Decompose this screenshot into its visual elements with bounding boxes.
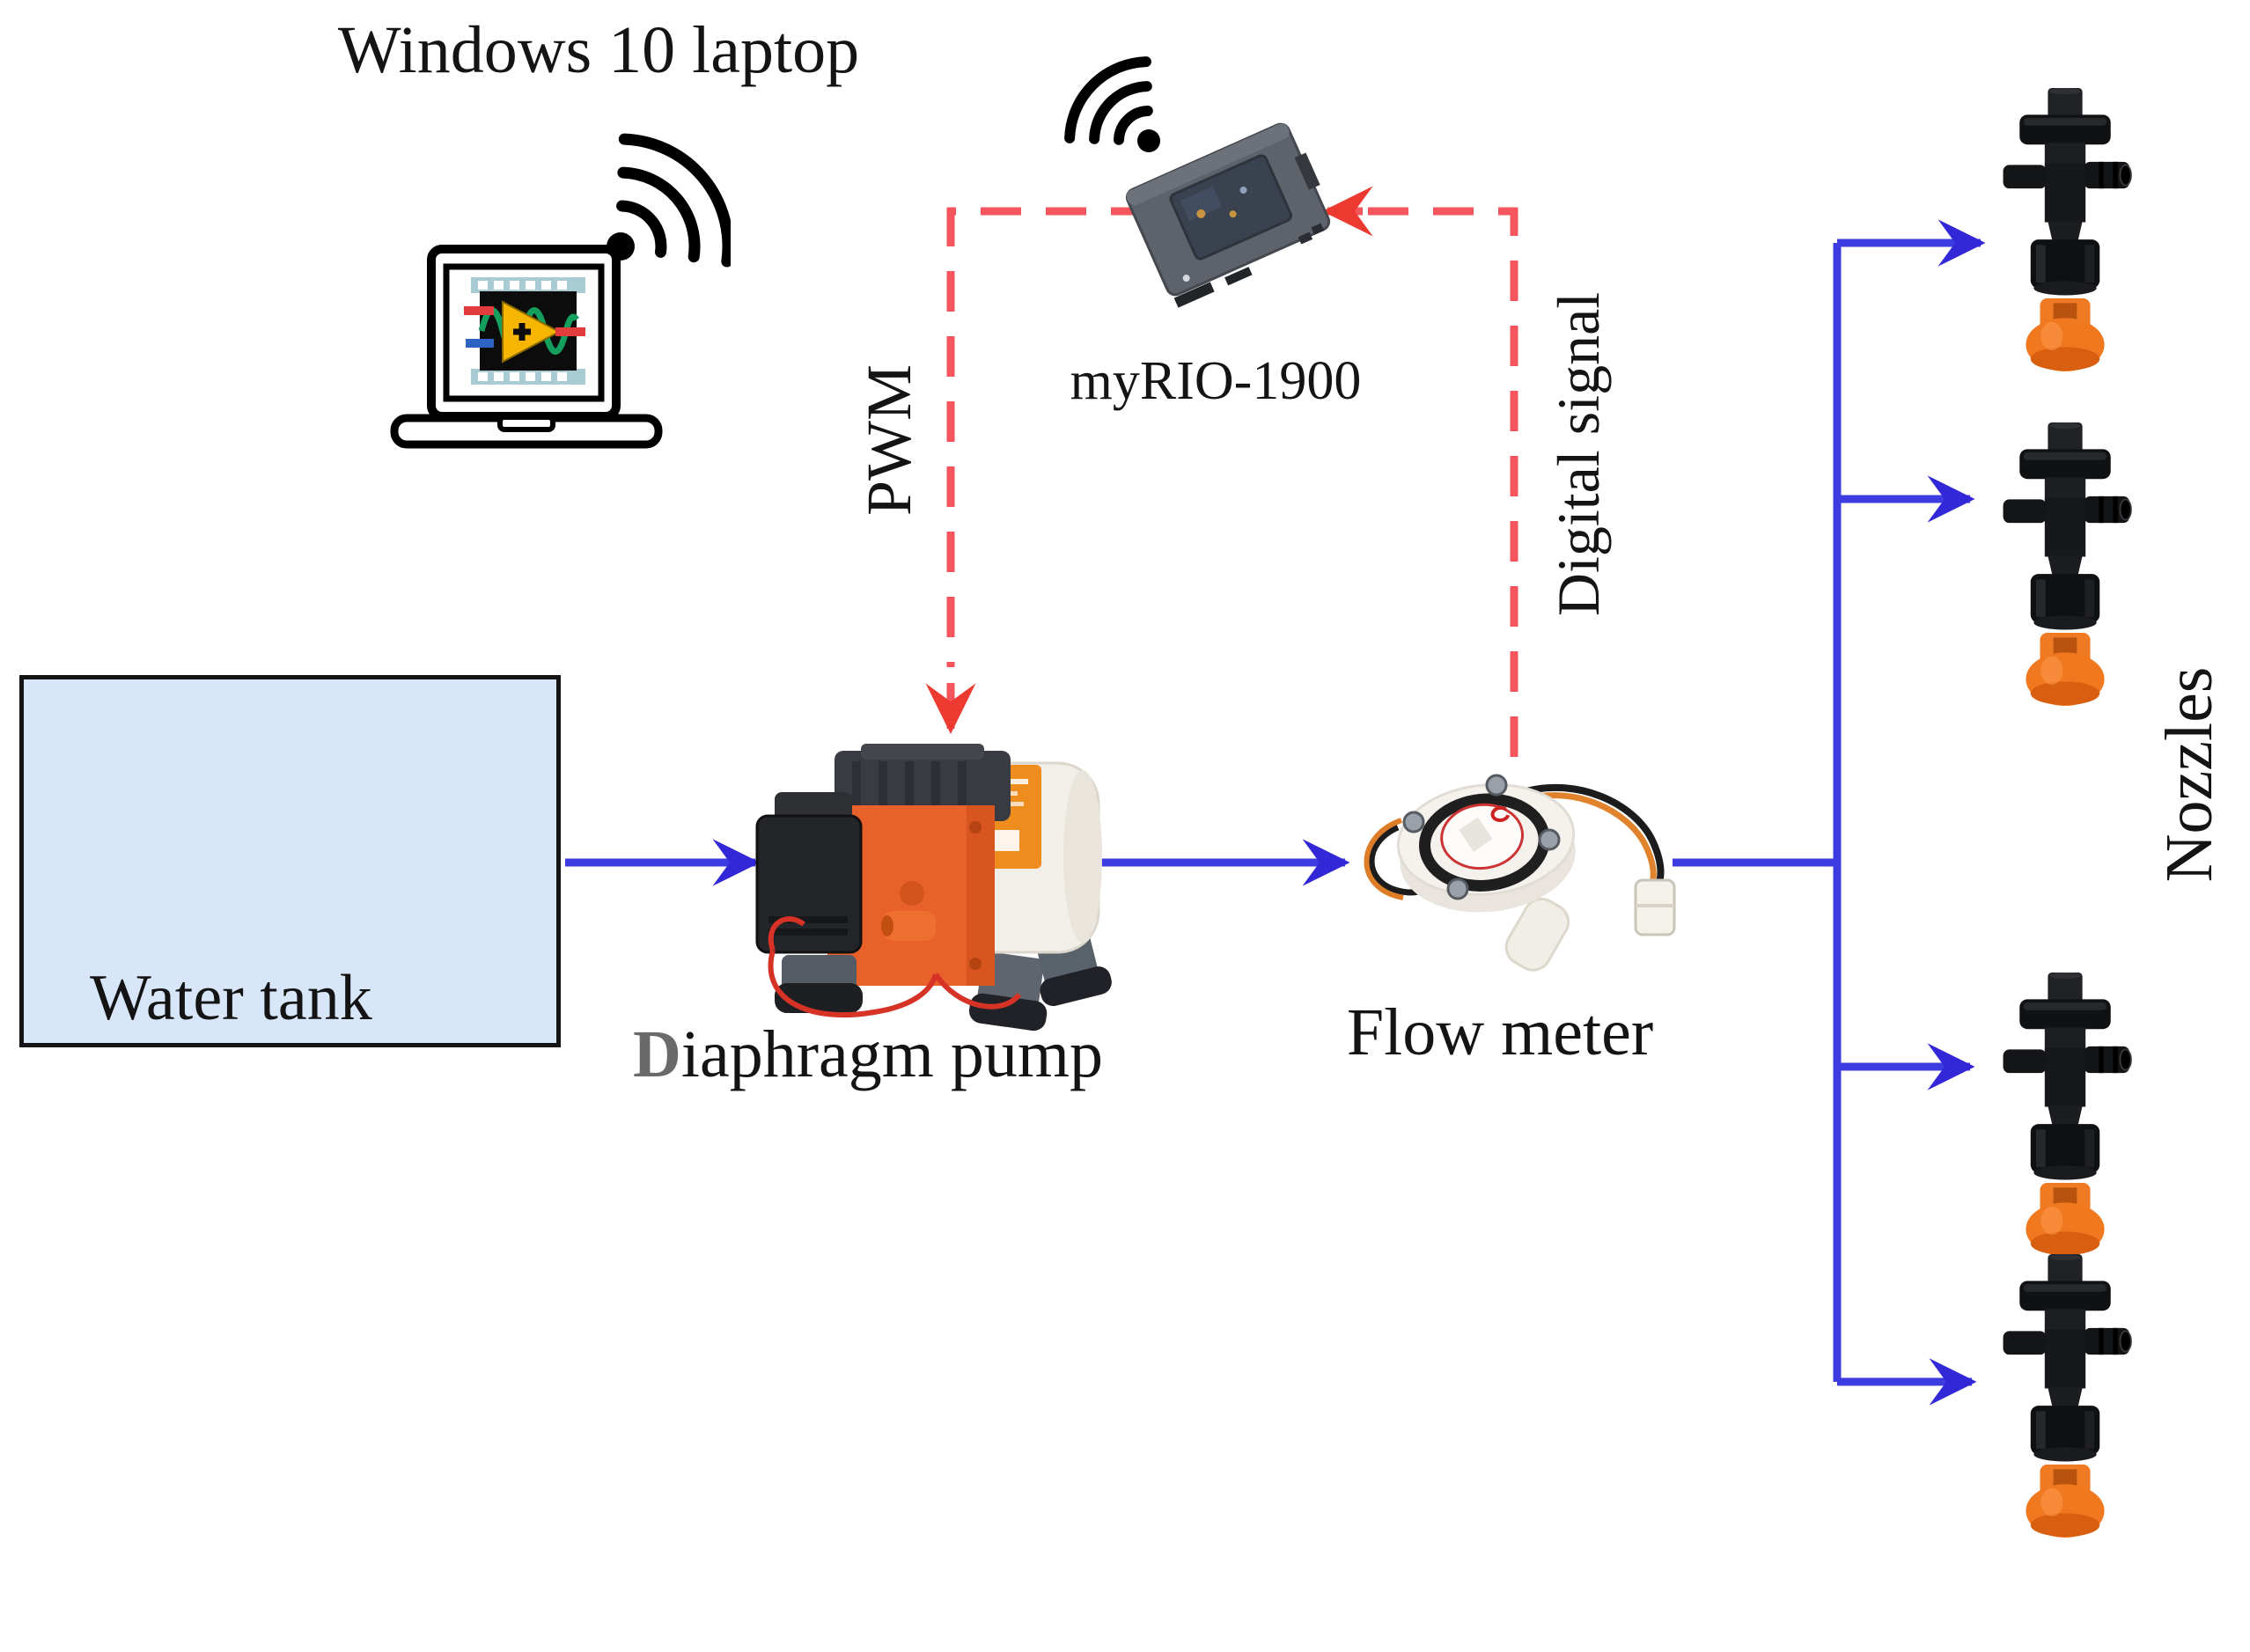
nozzle-4	[2002, 1254, 2132, 1538]
labview-logo-icon	[464, 277, 585, 385]
nozzle-3	[2002, 973, 2132, 1257]
pump-label: Diaphragm pump	[632, 1017, 1104, 1091]
myrio-device-image	[1064, 56, 1331, 308]
pump-wires	[768, 916, 1022, 1018]
flow-meter-label: Flow meter	[1346, 995, 1654, 1069]
water-tank-label: Water tank	[90, 962, 372, 1034]
flow-meter-screws	[1402, 774, 1561, 900]
myrio-body	[1125, 122, 1331, 308]
wifi-icon	[607, 133, 731, 268]
water-flow-lines	[565, 219, 1986, 1406]
pwm-dashed-line	[946, 207, 1151, 667]
wifi-icon	[1064, 56, 1160, 152]
pwm-label: PWM	[854, 363, 924, 517]
laptop-image	[390, 133, 731, 449]
signal-lines	[925, 186, 1518, 771]
controller-label: myRIO-1900	[1070, 351, 1362, 411]
digital-signal-label: Digital signal	[1545, 291, 1612, 617]
nozzle-2	[2002, 422, 2132, 707]
flow-meter-image	[1364, 774, 1676, 972]
nozzle-1	[2002, 88, 2132, 372]
water-tank: Water tank	[19, 675, 561, 1047]
nozzles-label: Nozzles	[2152, 666, 2226, 883]
diaphragm-pump-image	[755, 744, 1112, 1032]
digital-signal-dashed-line	[1368, 207, 1518, 771]
laptop-label: Windows 10 laptop	[337, 13, 860, 87]
